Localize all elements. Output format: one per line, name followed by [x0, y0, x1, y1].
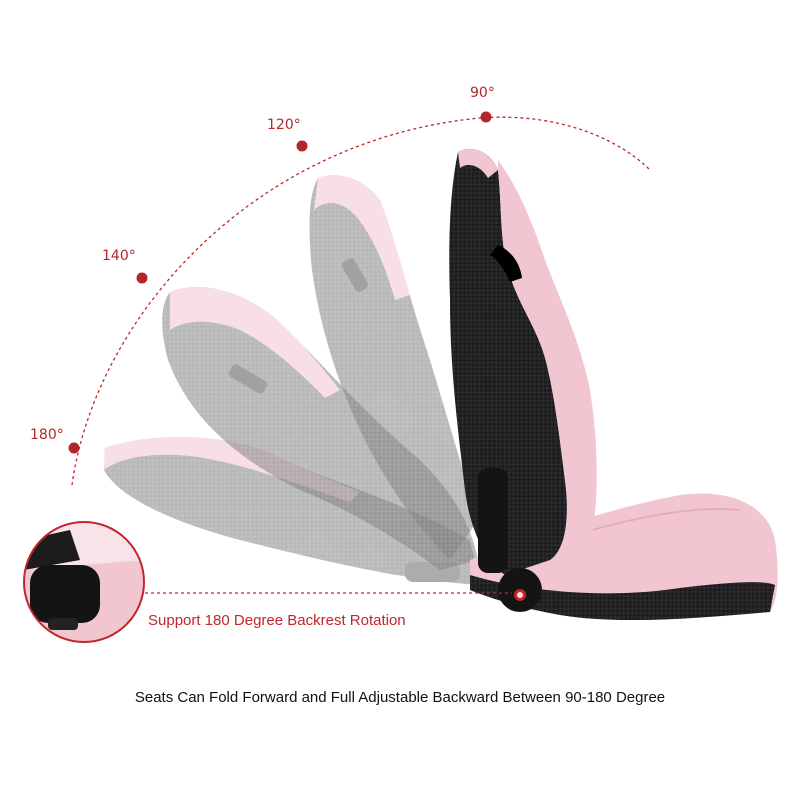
angle-dot-120 — [296, 140, 308, 152]
bottom-caption: Seats Can Fold Forward and Full Adjustab… — [134, 689, 666, 706]
angle-dot-180 — [68, 442, 80, 454]
ghost-backrest-120 — [309, 175, 478, 560]
seat-base — [470, 493, 778, 621]
angle-dot-90 — [480, 111, 492, 123]
rotation-arc — [71, 116, 651, 486]
angle-label-140: 140° — [102, 248, 136, 264]
angle-label-120: 120° — [267, 117, 301, 133]
ghost-backrest-140 — [162, 287, 478, 570]
main-backrest-90 — [449, 149, 597, 576]
angle-label-180: 180° — [30, 427, 64, 443]
angle-dot-140 — [136, 272, 148, 284]
hinge-zoom-detail — [23, 521, 145, 643]
recline-hinge — [478, 468, 542, 612]
feature-caption: Support 180 Degree Backrest Rotation — [148, 612, 406, 629]
angle-label-90: 90° — [470, 85, 495, 101]
